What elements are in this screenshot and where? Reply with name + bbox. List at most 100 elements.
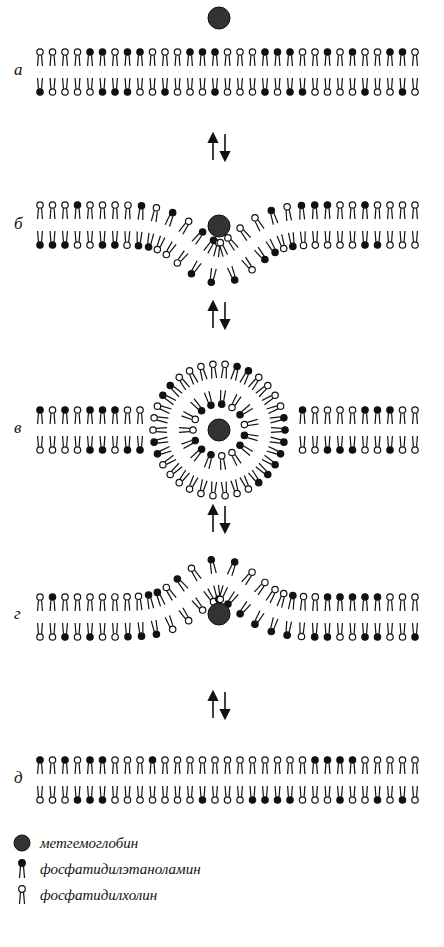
lipid-head bbox=[287, 89, 293, 95]
lipid bbox=[231, 479, 240, 496]
lipid-head bbox=[169, 626, 175, 632]
lipid-tail bbox=[387, 55, 389, 66]
lipid-tail bbox=[312, 763, 314, 774]
lipid bbox=[362, 786, 368, 803]
lipid-tail bbox=[400, 413, 402, 424]
lipid-tail bbox=[287, 55, 289, 66]
lipid bbox=[324, 436, 330, 453]
lipid-tail bbox=[266, 55, 268, 66]
lipid bbox=[149, 757, 155, 774]
lipid-tail bbox=[303, 209, 304, 220]
lipid bbox=[174, 49, 180, 66]
lipid bbox=[176, 470, 190, 486]
lipid-tail bbox=[62, 413, 64, 424]
lipid-tail bbox=[366, 208, 368, 219]
lipid-tail bbox=[312, 623, 314, 634]
lipid-tail bbox=[412, 786, 414, 797]
lipid bbox=[237, 225, 251, 241]
lipid bbox=[219, 453, 226, 470]
lipid-tail bbox=[179, 763, 181, 774]
lipid-tail bbox=[190, 475, 194, 485]
row-label: д bbox=[14, 768, 23, 788]
lipid-tail bbox=[161, 406, 171, 409]
lipid bbox=[387, 757, 393, 774]
lipid bbox=[124, 231, 130, 248]
lipid-tail bbox=[53, 208, 55, 219]
lipid-tail bbox=[379, 78, 381, 89]
lipid-tail bbox=[190, 375, 194, 385]
lipid-tail bbox=[62, 78, 64, 89]
lipid bbox=[231, 363, 240, 380]
lipid bbox=[274, 786, 280, 803]
lipid-tail bbox=[221, 482, 223, 493]
lipid bbox=[412, 49, 418, 66]
lipid bbox=[217, 239, 227, 256]
lipid-tail bbox=[74, 600, 76, 611]
lipid-tail bbox=[379, 413, 381, 424]
lipid-head bbox=[49, 634, 55, 640]
lipid-tail bbox=[175, 55, 177, 66]
lipid-tail bbox=[366, 78, 368, 89]
lipid-head bbox=[362, 89, 368, 95]
lipid-head bbox=[167, 471, 173, 477]
lipid-tail bbox=[154, 786, 156, 797]
lipid-head bbox=[135, 593, 141, 599]
lipid-tail bbox=[366, 786, 368, 797]
lipid-tail bbox=[116, 208, 118, 219]
lipid-tail bbox=[103, 763, 105, 774]
lipid-tail bbox=[325, 763, 327, 774]
lipid-tail bbox=[140, 232, 142, 243]
lipid bbox=[125, 623, 131, 640]
lipid-tail bbox=[225, 786, 227, 797]
lipid bbox=[37, 202, 43, 219]
lipid bbox=[312, 202, 318, 219]
lipid-head bbox=[374, 49, 380, 55]
lipid bbox=[62, 786, 68, 803]
lipid bbox=[299, 436, 305, 453]
lipid-head bbox=[210, 361, 216, 367]
lipid bbox=[163, 584, 176, 600]
lipid bbox=[99, 436, 105, 453]
lipid bbox=[300, 231, 306, 248]
lipid-tail bbox=[154, 55, 156, 66]
lipid-tail bbox=[362, 786, 364, 797]
lipid-head bbox=[237, 442, 243, 448]
lipid-tail bbox=[167, 591, 172, 600]
lipid-tail bbox=[170, 244, 177, 252]
lipid-tail bbox=[53, 436, 55, 447]
lipid-head bbox=[208, 279, 214, 285]
lipid-tail bbox=[62, 763, 64, 774]
lipid bbox=[112, 757, 118, 774]
lipid-tail bbox=[391, 600, 393, 611]
lipid-head bbox=[222, 493, 228, 499]
lipid-tail bbox=[387, 231, 389, 242]
lipid-tail bbox=[379, 55, 381, 66]
lipid-tail bbox=[259, 463, 266, 471]
pc-lipid-sample bbox=[19, 886, 26, 904]
lipid-tail bbox=[37, 623, 39, 634]
lipid bbox=[198, 363, 207, 380]
lipid-tail bbox=[200, 479, 202, 490]
lipid-tail bbox=[254, 55, 256, 66]
lipid-head bbox=[412, 407, 418, 413]
lipid-tail bbox=[74, 208, 76, 219]
lipid-tail bbox=[204, 242, 211, 250]
lipid-tail bbox=[289, 210, 291, 220]
lipid-tail bbox=[74, 763, 76, 774]
lipid bbox=[274, 757, 280, 774]
lipid bbox=[174, 251, 188, 267]
lipid-tail bbox=[78, 55, 80, 66]
lipid-tail bbox=[116, 231, 118, 242]
lipid-tail bbox=[116, 413, 118, 424]
lipid-tail bbox=[270, 593, 275, 603]
lipid-tail bbox=[179, 427, 190, 429]
lipid-tail bbox=[275, 78, 277, 89]
lipid bbox=[138, 622, 145, 639]
lipid-head bbox=[387, 89, 393, 95]
lipid-tail bbox=[78, 600, 80, 611]
lipid-tail bbox=[362, 413, 364, 424]
lipid bbox=[167, 463, 182, 477]
lipid-head bbox=[112, 757, 118, 763]
legend-samples bbox=[14, 835, 30, 904]
lipid bbox=[387, 231, 393, 248]
